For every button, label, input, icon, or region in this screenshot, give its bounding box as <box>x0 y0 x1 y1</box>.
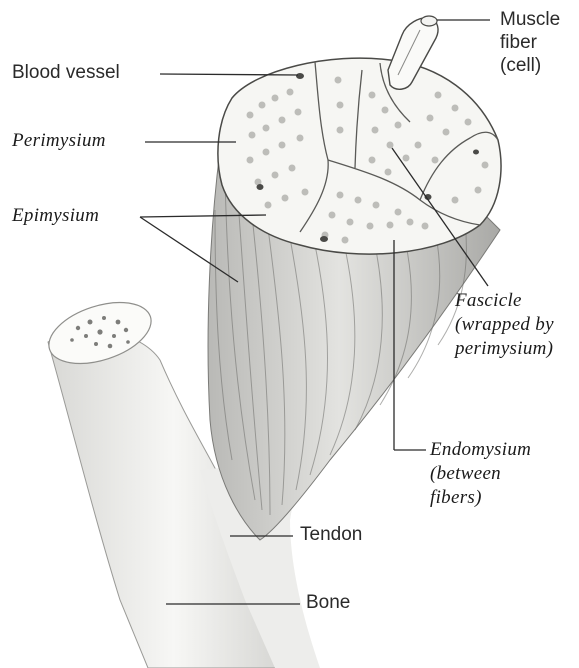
tendon-label: Tendon <box>300 524 362 547</box>
muscle-cross-section <box>218 58 501 254</box>
epimysium-label: Epimysium <box>12 205 99 228</box>
endomysium-label-line-1: Endomysium <box>430 438 531 462</box>
endomysium-label-line-3: fibers) <box>430 486 531 510</box>
endomysium-label-line-2: (between <box>430 462 531 486</box>
bone-label: Bone <box>306 592 350 615</box>
fascicle-label-line-1: Fascicle <box>455 289 554 313</box>
muscle-fiber-label-line-3: (cell) <box>500 54 560 77</box>
endomysium-label: Endomysium (between fibers) <box>430 438 531 510</box>
fascicle-label-line-3: perimysium) <box>455 337 554 361</box>
muscle-fiber-label-line-1: Muscle <box>500 8 560 31</box>
blood-vessel-label: Blood vessel <box>12 62 120 85</box>
muscle-fiber-label: Muscle fiber (cell) <box>500 8 560 77</box>
muscle-fiber-label-line-2: fiber <box>500 31 560 54</box>
fascicle-label-line-2: (wrapped by <box>455 313 554 337</box>
perimysium-label: Perimysium <box>12 130 106 153</box>
fascicle-label: Fascicle (wrapped by perimysium) <box>455 289 554 361</box>
